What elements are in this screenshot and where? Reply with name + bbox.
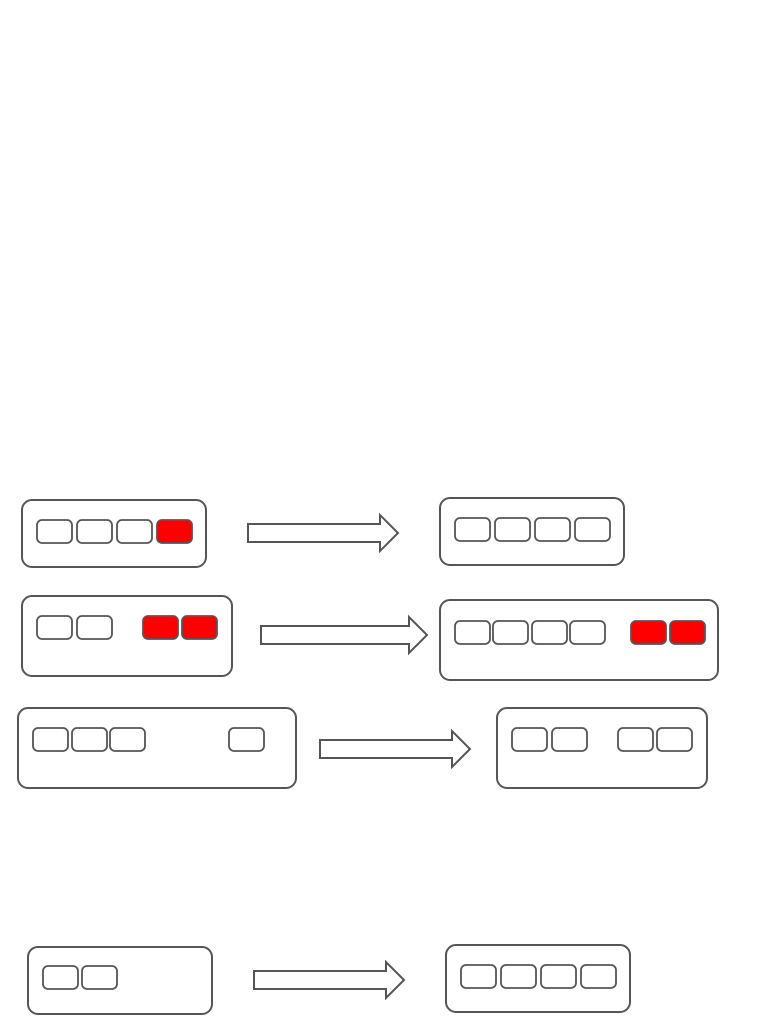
transition-row-4 bbox=[27, 944, 631, 1015]
before-highlighted-slot bbox=[142, 615, 179, 640]
after-highlighted-slot bbox=[669, 620, 706, 645]
before-empty-slot bbox=[42, 965, 79, 990]
after-buffer-container bbox=[439, 497, 625, 566]
before-empty-slot bbox=[228, 727, 265, 752]
before-highlighted-slot bbox=[156, 519, 193, 544]
right-arrow-icon bbox=[319, 728, 472, 770]
before-buffer-container bbox=[27, 946, 213, 1015]
after-empty-slot bbox=[534, 517, 571, 542]
after-empty-slot bbox=[454, 620, 491, 645]
right-arrow-icon bbox=[253, 959, 406, 1001]
before-highlighted-slot bbox=[181, 615, 218, 640]
right-arrow-icon bbox=[260, 614, 429, 656]
before-empty-slot bbox=[36, 615, 73, 640]
after-empty-slot bbox=[531, 620, 568, 645]
before-empty-slot bbox=[36, 519, 73, 544]
transition-row-2 bbox=[21, 595, 719, 681]
before-buffer-container bbox=[21, 499, 207, 568]
transition-row-3 bbox=[17, 707, 708, 789]
before-empty-slot bbox=[81, 965, 118, 990]
before-empty-slot bbox=[109, 727, 146, 752]
after-empty-slot bbox=[656, 727, 693, 752]
before-empty-slot bbox=[32, 727, 69, 752]
before-empty-slot bbox=[116, 519, 153, 544]
after-empty-slot bbox=[580, 964, 617, 989]
after-buffer-container bbox=[496, 707, 708, 789]
after-empty-slot bbox=[569, 620, 606, 645]
after-empty-slot bbox=[574, 517, 611, 542]
after-empty-slot bbox=[511, 727, 548, 752]
right-arrow-icon bbox=[247, 512, 400, 554]
before-buffer-container bbox=[21, 595, 233, 677]
after-empty-slot bbox=[540, 964, 577, 989]
transition-row-1 bbox=[21, 497, 625, 568]
after-empty-slot bbox=[617, 727, 654, 752]
after-empty-slot bbox=[500, 964, 537, 989]
after-empty-slot bbox=[454, 517, 491, 542]
after-empty-slot bbox=[494, 517, 531, 542]
before-empty-slot bbox=[71, 727, 108, 752]
after-buffer-container bbox=[445, 944, 631, 1013]
before-empty-slot bbox=[76, 615, 113, 640]
before-empty-slot bbox=[76, 519, 113, 544]
after-empty-slot bbox=[492, 620, 529, 645]
after-highlighted-slot bbox=[630, 620, 667, 645]
after-empty-slot bbox=[551, 727, 588, 752]
after-empty-slot bbox=[460, 964, 497, 989]
